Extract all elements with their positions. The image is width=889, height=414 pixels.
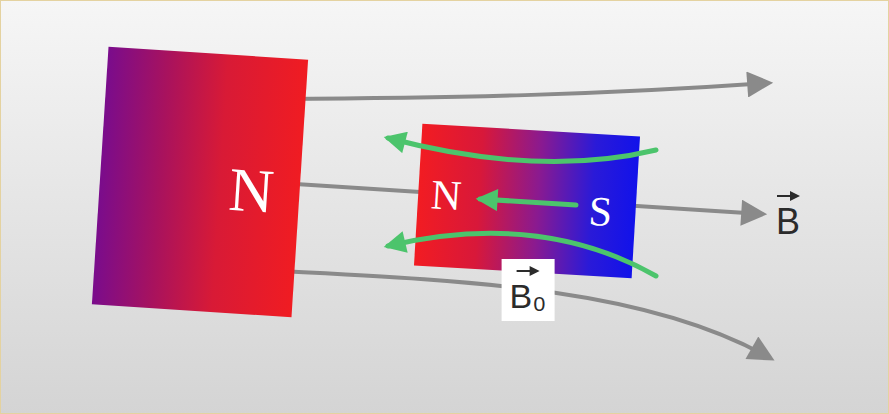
- vector-arrow: [515, 265, 541, 277]
- vector-arrow-head: [530, 266, 540, 276]
- field-arrow: [480, 199, 576, 205]
- pole-label: N: [227, 158, 276, 223]
- pole-label: S: [588, 190, 614, 233]
- text-anchor: N: [430, 173, 463, 217]
- vector-label-box: B₀: [502, 259, 555, 321]
- text-anchor: S: [588, 190, 614, 233]
- vector-label: B: [775, 190, 801, 240]
- field-arrow: [387, 134, 656, 168]
- text-anchor: N: [227, 158, 276, 223]
- large-magnet: N: [92, 47, 308, 317]
- vector-symbol: B₀: [510, 279, 547, 313]
- pole-label: N: [430, 173, 463, 217]
- vector-arrow: [775, 190, 801, 202]
- vector-arrow-head: [790, 191, 800, 201]
- small-magnet: NS: [414, 124, 640, 279]
- vector-symbol: B: [775, 204, 801, 240]
- field-line: [280, 83, 768, 99]
